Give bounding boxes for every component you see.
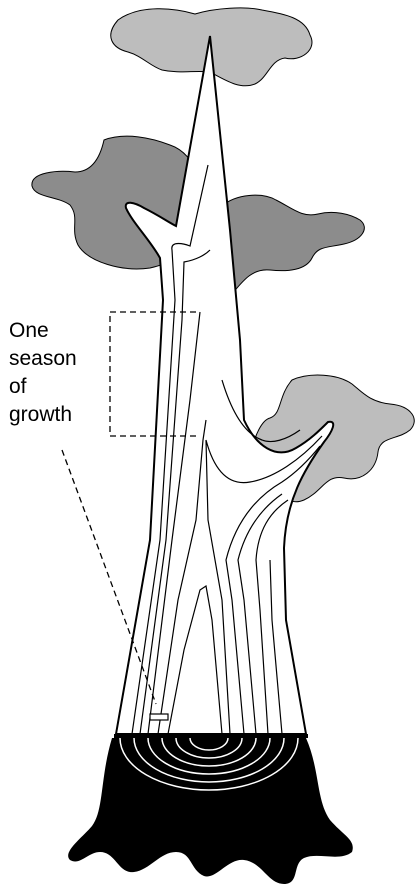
stump bbox=[68, 738, 353, 884]
leader-line bbox=[62, 450, 156, 704]
caption-line-one: One bbox=[9, 318, 49, 344]
caption-line-season: season bbox=[9, 346, 77, 372]
right-foliage bbox=[222, 195, 364, 294]
season-segment bbox=[150, 714, 168, 720]
caption-line-growth: growth bbox=[9, 402, 72, 428]
caption-line-of: of bbox=[9, 374, 27, 400]
